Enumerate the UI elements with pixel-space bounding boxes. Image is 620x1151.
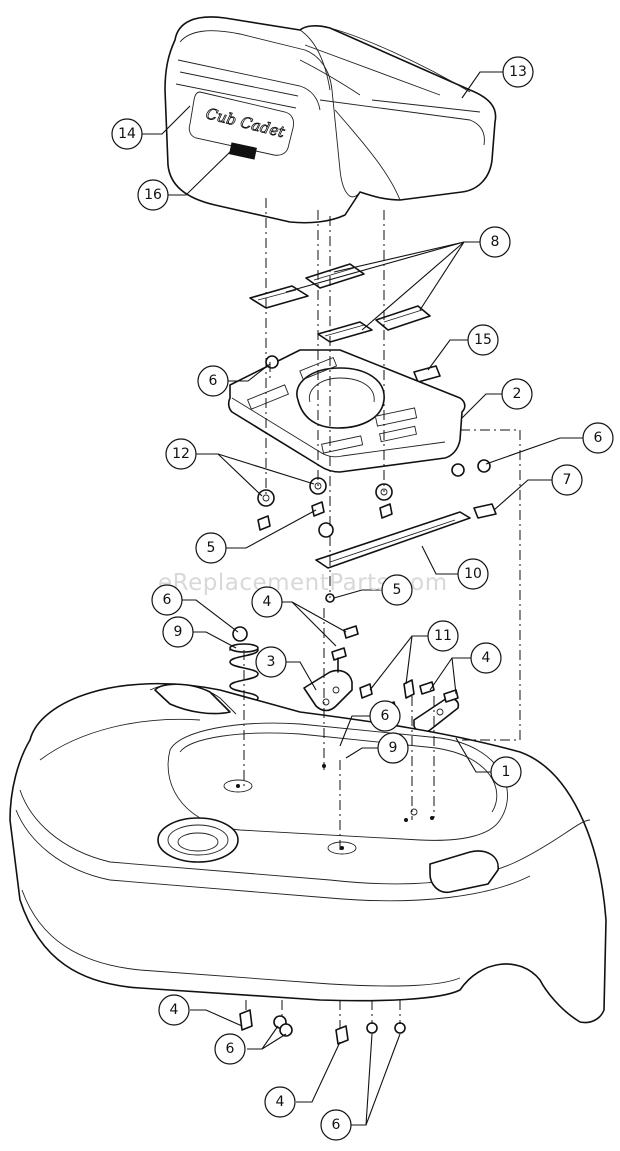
- bracket-1: [413, 697, 460, 733]
- svg-text:4: 4: [482, 650, 491, 666]
- callout-8: 8: [479, 226, 511, 258]
- svg-text:11: 11: [434, 628, 452, 644]
- svg-text:6: 6: [332, 1117, 341, 1133]
- callout-14: 14: [111, 118, 143, 150]
- svg-text:8: 8: [491, 234, 500, 250]
- alignment-lines: [243, 198, 521, 1028]
- bolts: [331, 625, 459, 715]
- svg-text:6: 6: [209, 373, 218, 389]
- callout-6-a: 6: [197, 365, 229, 397]
- svg-text:15: 15: [474, 332, 492, 348]
- svg-text:14: 14: [118, 126, 136, 142]
- slide-rail: [315, 503, 497, 603]
- svg-text:2: 2: [513, 386, 522, 402]
- callout-16: 16: [137, 179, 169, 211]
- callout-1: 1: [490, 756, 522, 788]
- callout-6-e: 6: [214, 1033, 246, 1065]
- part-15: [413, 365, 441, 383]
- seat-pan: [227, 349, 466, 477]
- seat-clips: [249, 263, 431, 343]
- svg-text:10: 10: [464, 566, 482, 582]
- seat-cushion: Cub Cadet: [164, 16, 497, 224]
- svg-text:9: 9: [389, 740, 398, 756]
- callout-6-f: 6: [320, 1109, 352, 1141]
- callout-10: 10: [457, 558, 489, 590]
- callout-12: 12: [165, 438, 197, 470]
- svg-text:3: 3: [267, 654, 276, 670]
- svg-text:6: 6: [226, 1041, 235, 1057]
- callout-5-a: 5: [195, 532, 227, 564]
- callout-6-d: 6: [369, 700, 401, 732]
- svg-text:1: 1: [502, 764, 511, 780]
- svg-text:5: 5: [393, 582, 402, 598]
- svg-text:4: 4: [276, 1094, 285, 1110]
- callout-7: 7: [551, 464, 583, 496]
- svg-text:16: 16: [144, 187, 162, 203]
- callout-4-a: 4: [251, 586, 283, 618]
- callout-2: 2: [501, 378, 533, 410]
- callout-5-b: 5: [381, 574, 413, 606]
- callout-11: 11: [427, 620, 459, 652]
- hardware-upper: [257, 355, 491, 538]
- callout-6-b: 6: [582, 422, 614, 454]
- svg-text:4: 4: [170, 1002, 179, 1018]
- callout-4-b: 4: [470, 642, 502, 674]
- callout-6-c: 6: [151, 584, 183, 616]
- svg-text:13: 13: [509, 64, 527, 80]
- callout-15: 15: [467, 324, 499, 356]
- callout-9-b: 9: [377, 732, 409, 764]
- callout-3: 3: [255, 646, 287, 678]
- callout-4-d: 4: [264, 1086, 296, 1118]
- bracket-3: [303, 669, 353, 712]
- fender-body: [9, 682, 607, 1024]
- svg-text:9: 9: [174, 624, 183, 640]
- callout-13: 13: [502, 56, 534, 88]
- svg-text:6: 6: [594, 430, 603, 446]
- svg-text:4: 4: [263, 594, 272, 610]
- hardware-lower: [239, 1009, 406, 1045]
- svg-text:6: 6: [381, 708, 390, 724]
- callout-9-a: 9: [162, 616, 194, 648]
- svg-text:12: 12: [172, 446, 190, 462]
- svg-text:7: 7: [563, 472, 572, 488]
- svg-text:5: 5: [207, 540, 216, 556]
- svg-text:6: 6: [163, 592, 172, 608]
- callout-4-c: 4: [158, 994, 190, 1026]
